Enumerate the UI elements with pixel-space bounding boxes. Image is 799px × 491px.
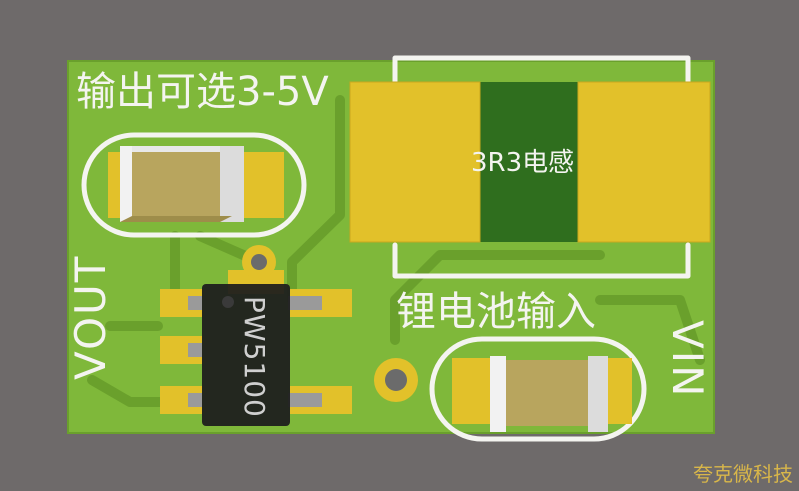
chip-marking: PW5100 (238, 296, 271, 418)
output-voltage-label: 输出可选3-5V (76, 69, 329, 115)
chip-pin1-dot (222, 296, 234, 308)
chip-body (202, 284, 290, 426)
inductor-pad-right (577, 81, 711, 243)
inductor-outline-top (392, 55, 691, 85)
output-capacitor-outline (81, 132, 307, 238)
input-capacitor (490, 356, 608, 432)
inductor-label: 3R3电感 (471, 148, 575, 178)
inductor-pad-left (349, 81, 481, 243)
input-capacitor-outline (429, 336, 647, 442)
inductor-core (478, 82, 578, 242)
via-bottom-hole (385, 369, 407, 391)
via-top-hole (251, 254, 267, 270)
vin-label: VIN (663, 320, 712, 399)
input-cap-pad-left (452, 358, 494, 424)
chip-leads (188, 296, 322, 407)
output-cap-pad-right (244, 152, 284, 218)
battery-input-label: 锂电池输入 (396, 289, 596, 335)
output-capacitor (120, 146, 244, 222)
inductor-outline-bottom (392, 242, 691, 279)
silkscreen-outlines (81, 55, 691, 442)
vout-label: VOUT (66, 254, 115, 380)
watermark-text: 夸克微科技 (693, 462, 793, 486)
